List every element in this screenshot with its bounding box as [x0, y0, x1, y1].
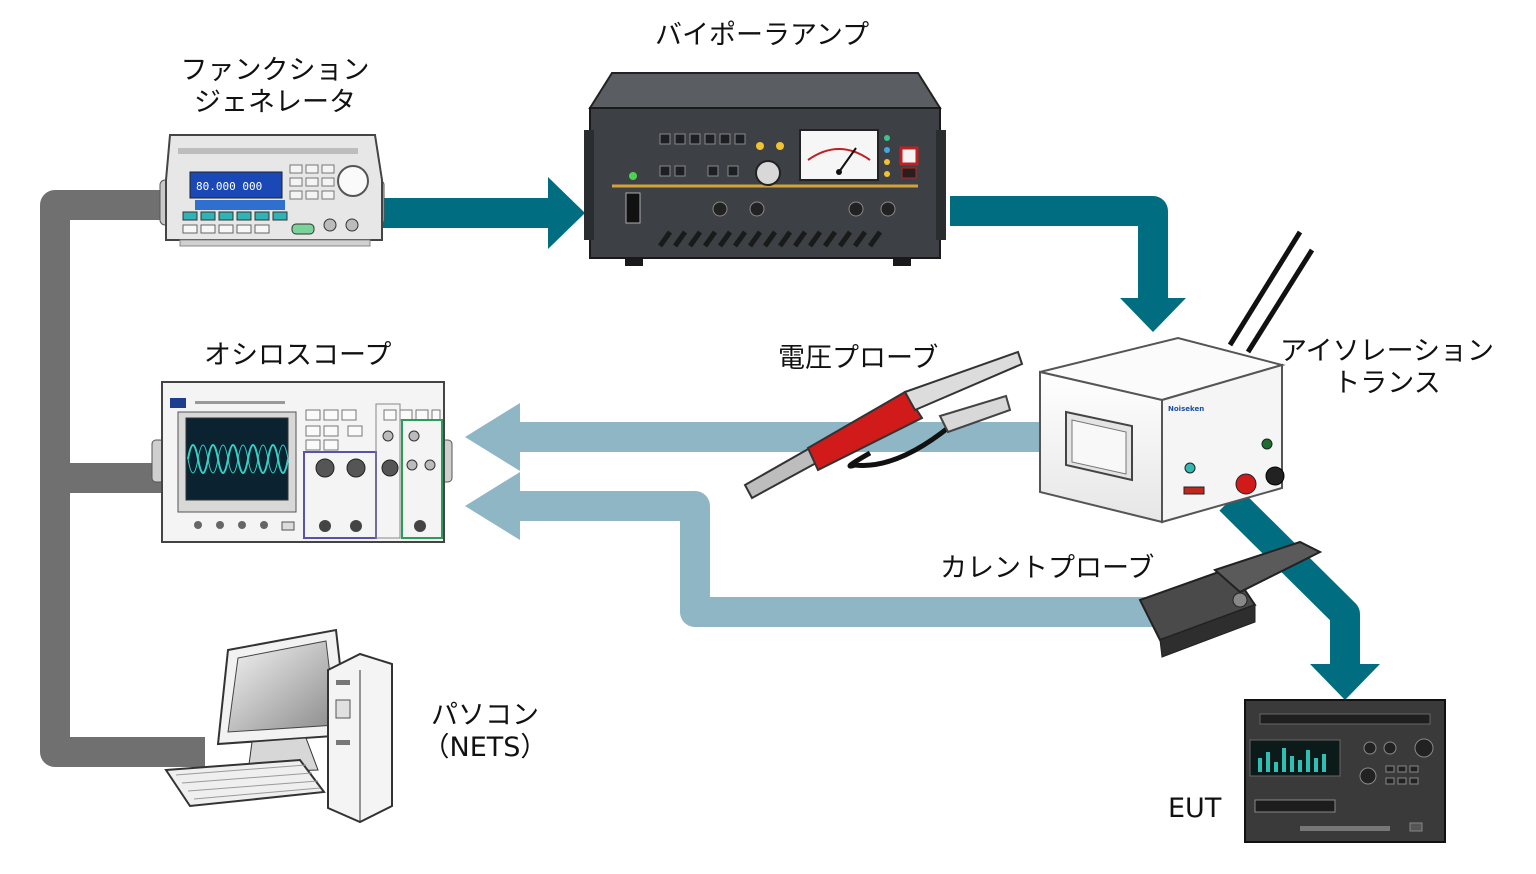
voltage-probe-label: 電圧プローブ — [778, 343, 939, 374]
isolation-transformer-label-line2: トランス — [1333, 368, 1441, 399]
oscilloscope-label: オシロスコープ — [204, 340, 392, 371]
voltage-probe — [743, 350, 1024, 500]
eut-label: EUT — [1168, 793, 1222, 824]
current-measure-path — [465, 472, 1155, 627]
oscilloscope — [151, 381, 453, 543]
pc-label-line1: パソコン — [431, 700, 539, 731]
isolation-transformer: Noiseken — [1039, 230, 1315, 524]
pc-label-line2: （NETS） — [422, 732, 548, 763]
current-probe-label: カレントプローブ — [940, 553, 1155, 584]
transformer-brand-label: Noiseken — [1168, 405, 1204, 413]
bipolar-amplifier — [584, 72, 946, 266]
isolation-transformer-label: アイソレーション トランス — [1268, 336, 1506, 400]
fg-display-readout: 80.000 000 — [196, 180, 262, 193]
function-generator: 80.000 000 — [159, 134, 385, 247]
function-generator-label: ファンクション ジェネレータ — [160, 55, 390, 119]
pc-label: パソコン （NETS） — [415, 700, 555, 764]
signal-arrow-fg-to-amp — [380, 177, 585, 249]
isolation-transformer-label-line1: アイソレーション — [1279, 336, 1495, 367]
eut-device — [1244, 699, 1446, 843]
signal-arrow-amp-to-trans — [950, 196, 1186, 332]
control-cable — [40, 190, 205, 767]
current-probe — [1138, 540, 1323, 658]
function-generator-label-line1: ファンクション — [180, 55, 370, 86]
bipolar-amp-label: バイポーラアンプ — [655, 20, 870, 51]
signal-arrow-trans-to-eut — [1219, 489, 1380, 700]
function-generator-label-line2: ジェネレータ — [194, 87, 356, 118]
personal-computer — [164, 628, 393, 824]
